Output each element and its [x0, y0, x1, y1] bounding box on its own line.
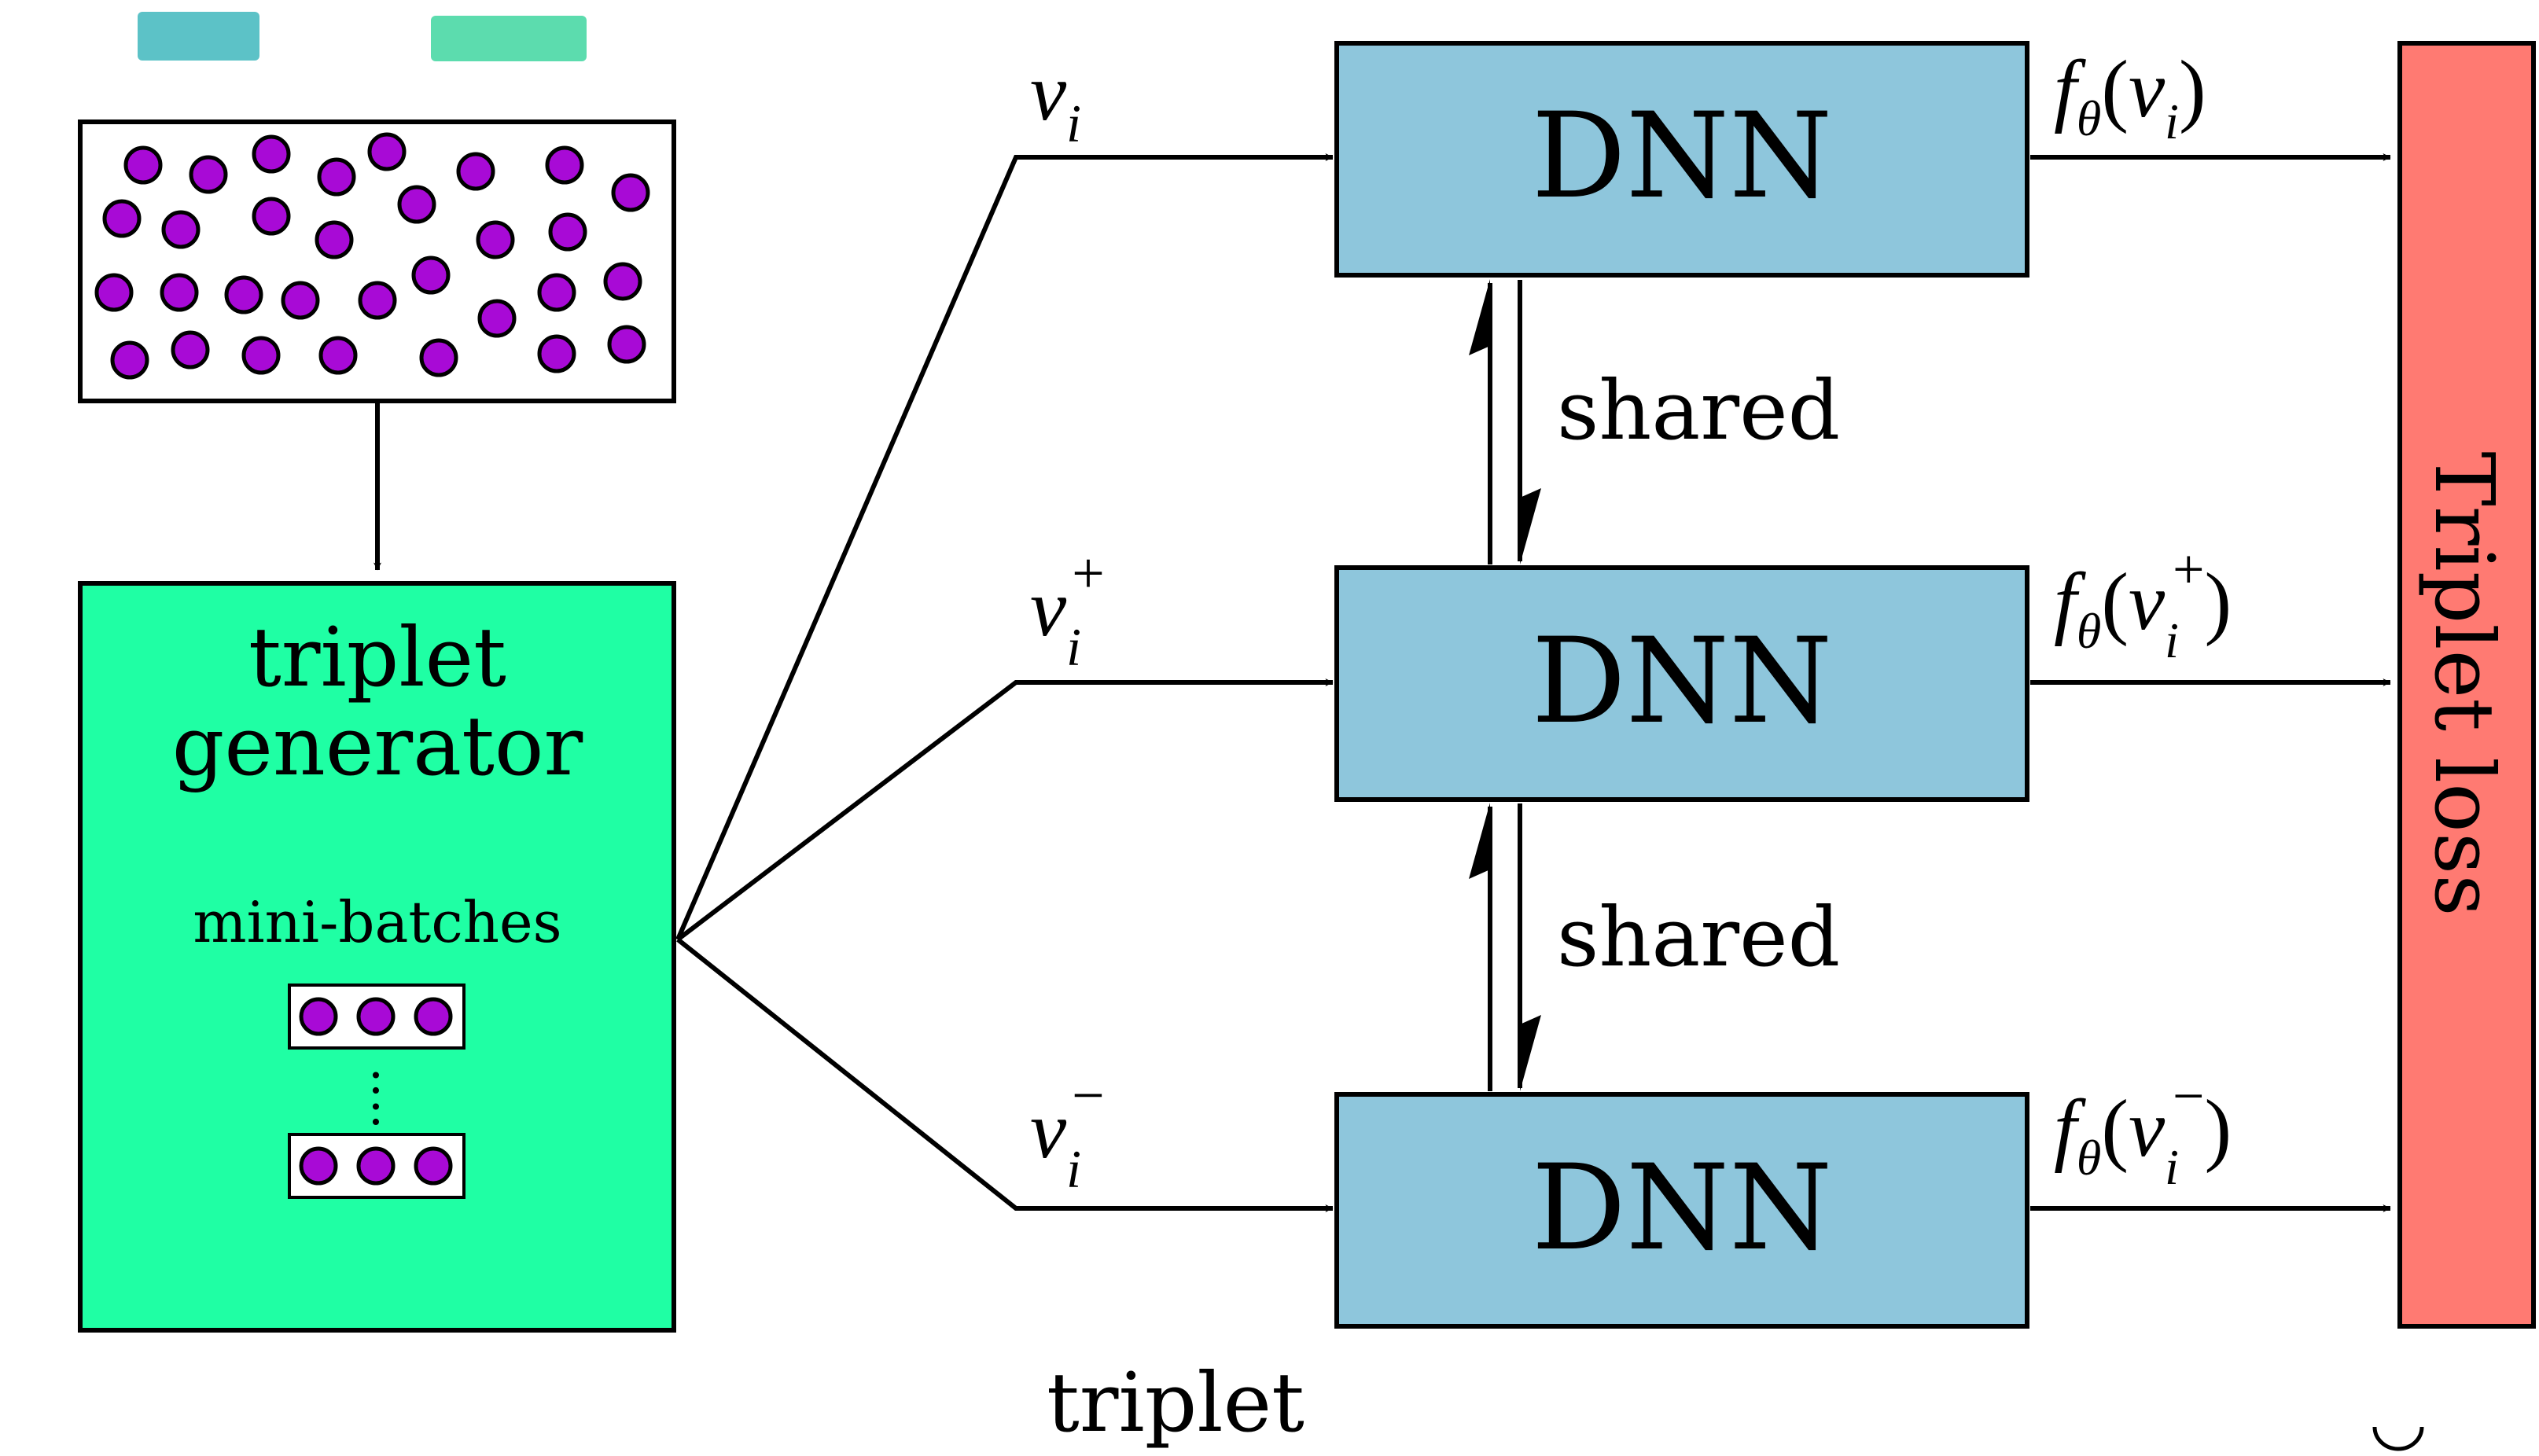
- teal-glyph-icon: [138, 12, 259, 61]
- data-point-dot: [317, 157, 356, 197]
- data-point-dot: [411, 256, 451, 295]
- minibatch-dots-top: [299, 997, 453, 1036]
- minibatch-dot: [356, 997, 396, 1036]
- minibatch-dot: [356, 1146, 396, 1186]
- triplet-loss-box: [2397, 41, 2536, 1329]
- data-point-dot: [161, 210, 201, 249]
- data-point-dot: [548, 212, 587, 252]
- data-point-dot: [397, 185, 436, 224]
- data-point-dot: [160, 273, 199, 312]
- data-point-dot: [94, 273, 134, 312]
- data-point-dot: [110, 340, 149, 380]
- data-point-dot: [456, 152, 495, 191]
- data-point-dot: [102, 199, 142, 238]
- dnn-label-bottom: DNN: [1532, 1140, 1833, 1277]
- triplet-caption: triplet: [1047, 1355, 1304, 1450]
- minibatch-dots-bottom: [299, 1146, 453, 1186]
- dnn-label-middle: DNN: [1532, 613, 1833, 750]
- input-negative-label: vi−: [1030, 1064, 1105, 1199]
- generator-title-line1: triplet: [248, 609, 506, 705]
- triplet-generator-box: [78, 581, 676, 1333]
- data-point-dot: [189, 155, 228, 194]
- shared-label-1: shared: [1557, 362, 1840, 458]
- data-point-dot: [545, 145, 584, 185]
- data-point-dot: [318, 336, 358, 375]
- shared-label-2: shared: [1557, 889, 1840, 985]
- data-point-dot: [123, 145, 163, 185]
- corner-mark-icon: [2372, 1426, 2424, 1451]
- dnn-label-top: DNN: [1532, 88, 1833, 225]
- data-point-dot: [252, 134, 291, 174]
- minibatches-label: mini-batches: [193, 889, 561, 955]
- data-point-dot: [607, 325, 646, 364]
- dnn-box-top: [1334, 41, 2029, 278]
- branch-anchor-line: [675, 153, 1334, 941]
- minibatch-dot: [299, 1146, 338, 1186]
- data-point-dot: [477, 299, 517, 338]
- output-positive-label: fθ(vi+): [2054, 538, 2232, 668]
- branch-negative-line: [676, 937, 1334, 1212]
- data-point-dot: [315, 220, 354, 259]
- shared-weights-arrow-1: [1469, 279, 1541, 564]
- generator-title-line2: generator: [172, 698, 583, 794]
- data-point-dot: [281, 281, 320, 320]
- shared-weights-arrow-2: [1469, 803, 1541, 1091]
- branch-positive-line: [676, 678, 1334, 942]
- output-anchor-label: fθ(vi): [2054, 44, 2206, 149]
- input-anchor-label: vi: [1030, 47, 1081, 153]
- green-glyph-icon: [431, 16, 587, 61]
- dnn-box-middle: [1334, 565, 2029, 802]
- minibatch-dot: [414, 997, 453, 1036]
- data-point-dot: [224, 275, 263, 314]
- minibatch-dot: [414, 1146, 453, 1186]
- data-point-dot: [171, 330, 210, 370]
- triplet-loss-label: Triplet loss: [2416, 451, 2512, 916]
- data-point-dot: [252, 197, 291, 236]
- minibatch-ellipsis-lower: :: [368, 1079, 385, 1136]
- data-point-dot: [367, 132, 407, 171]
- minibatch-ellipsis: :: [368, 1047, 385, 1105]
- data-point-dot: [603, 262, 642, 301]
- data-point-dot: [537, 273, 576, 312]
- data-pool-dots: [94, 132, 650, 380]
- dnn-box-bottom: [1334, 1092, 2029, 1329]
- top-left-icons: [138, 12, 587, 61]
- data-point-dot: [476, 220, 515, 259]
- minibatch-dot: [299, 997, 338, 1036]
- data-point-dot: [537, 334, 576, 373]
- output-negative-label: fθ(vi−): [2054, 1064, 2232, 1195]
- data-point-dot: [241, 336, 281, 375]
- data-point-dot: [419, 338, 458, 377]
- data-point-dot: [611, 173, 650, 212]
- data-point-dot: [358, 281, 397, 320]
- input-positive-label: vi+: [1030, 542, 1105, 677]
